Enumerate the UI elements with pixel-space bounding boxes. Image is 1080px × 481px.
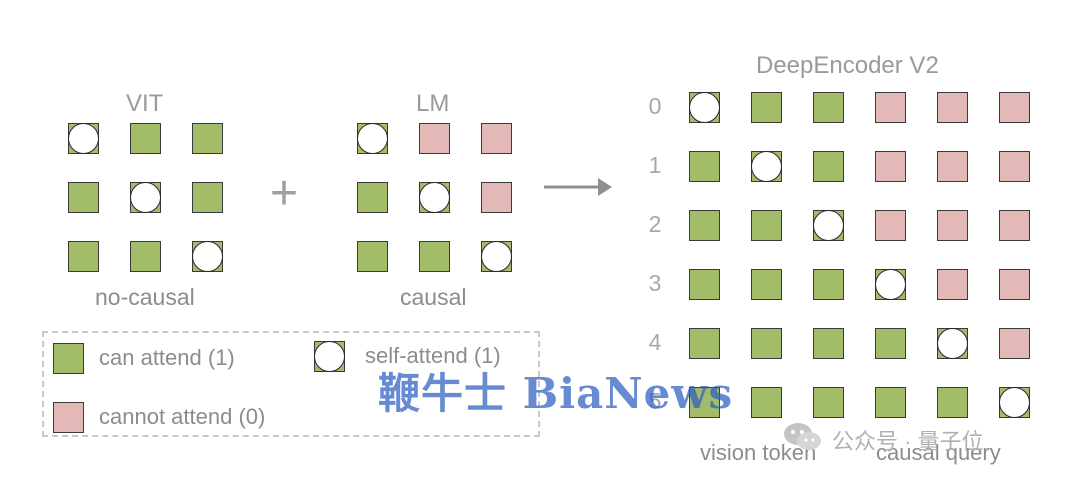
de-cannot-attend-cell-r2-c4	[937, 210, 968, 241]
de-self-attend-cell-r4-c4	[937, 328, 968, 359]
vit-title: VIT	[126, 90, 164, 117]
de-can-attend-cell-r4-c0	[689, 328, 720, 359]
lm-caption: causal	[400, 284, 467, 310]
de-cannot-attend-cell-r2-c5	[999, 210, 1030, 241]
de-cannot-attend-cell-r0-c3	[875, 92, 906, 123]
vit-caption: no-causal	[95, 284, 195, 310]
lm-title: LM	[416, 90, 450, 117]
de-self-attend-cell-r3-c3	[875, 269, 906, 300]
vit-can-attend-cell-r1-c0	[68, 182, 99, 213]
deepencoder-row-label-3: 3	[648, 270, 662, 296]
de-cannot-attend-cell-r1-c4	[937, 151, 968, 182]
vit-can-attend-cell-r1-c2	[192, 182, 223, 213]
de-cannot-attend-cell-r1-c3	[875, 151, 906, 182]
vit-can-attend-cell-r0-c1	[130, 123, 161, 154]
de-cannot-attend-cell-r1-c5	[999, 151, 1030, 182]
de-can-attend-cell-r5-c4	[937, 387, 968, 418]
de-can-attend-cell-r5-c3	[875, 387, 906, 418]
de-cannot-attend-cell-r2-c3	[875, 210, 906, 241]
lm-self-attend-cell-r1-c1	[419, 182, 450, 213]
deepencoder-row-label-1: 1	[648, 152, 662, 178]
de-self-attend-cell-r5-c5	[999, 387, 1030, 418]
deepencoder-row-label-5: 5	[648, 388, 662, 414]
vit-can-attend-cell-r2-c1	[130, 241, 161, 272]
vit-can-attend-cell-r2-c0	[68, 241, 99, 272]
legend-cannot-attend-label: cannot attend (0)	[99, 404, 266, 429]
lm-can-attend-cell-r2-c0	[357, 241, 388, 272]
lm-cannot-attend-cell-r1-c2	[481, 182, 512, 213]
de-can-attend-cell-r5-c1	[751, 387, 782, 418]
de-can-attend-cell-r4-c1	[751, 328, 782, 359]
de-cannot-attend-cell-r3-c5	[999, 269, 1030, 300]
lm-can-attend-cell-r1-c0	[357, 182, 388, 213]
de-self-attend-cell-r0-c0	[689, 92, 720, 123]
lm-self-attend-cell-r2-c2	[481, 241, 512, 272]
de-can-attend-cell-r4-c3	[875, 328, 906, 359]
legend-cannot-attend-swatch	[53, 402, 84, 433]
legend-can-attend-swatch	[53, 343, 84, 374]
de-self-attend-cell-r1-c1	[751, 151, 782, 182]
deepencoder-row-label-2: 2	[648, 211, 662, 237]
vit-can-attend-cell-r0-c2	[192, 123, 223, 154]
legend-box	[42, 331, 540, 437]
vit-self-attend-cell-r2-c2	[192, 241, 223, 272]
legend-self-attend-swatch	[314, 341, 345, 372]
de-cannot-attend-cell-r0-c5	[999, 92, 1030, 123]
causal-query-label: causal query	[876, 440, 1001, 465]
lm-cannot-attend-cell-r0-c1	[419, 123, 450, 154]
de-can-attend-cell-r3-c2	[813, 269, 844, 300]
de-cannot-attend-cell-r0-c4	[937, 92, 968, 123]
lm-self-attend-cell-r0-c0	[357, 123, 388, 154]
de-can-attend-cell-r4-c2	[813, 328, 844, 359]
de-can-attend-cell-r1-c2	[813, 151, 844, 182]
deepencoder-row-label-4: 4	[648, 329, 662, 355]
vit-self-attend-cell-r1-c1	[130, 182, 161, 213]
plus-operator: +	[270, 167, 299, 220]
de-can-attend-cell-r1-c0	[689, 151, 720, 182]
vit-self-attend-cell-r0-c0	[68, 123, 99, 154]
deepencoder-title: DeepEncoder V2	[756, 52, 939, 79]
de-can-attend-cell-r3-c0	[689, 269, 720, 300]
legend-can-attend-label: can attend (1)	[99, 345, 235, 370]
de-can-attend-cell-r3-c1	[751, 269, 782, 300]
wechat-account-watermark: 公众号 · 量子位	[832, 429, 984, 454]
de-self-attend-cell-r2-c2	[813, 210, 844, 241]
bianews-watermark: 鞭牛士 BiaNews	[378, 369, 734, 418]
de-can-attend-cell-r0-c2	[813, 92, 844, 123]
deepencoder-row-label-0: 0	[648, 93, 662, 119]
de-cannot-attend-cell-r3-c4	[937, 269, 968, 300]
de-can-attend-cell-r5-c2	[813, 387, 844, 418]
lm-cannot-attend-cell-r0-c2	[481, 123, 512, 154]
legend-self-attend-label: self-attend (1)	[365, 343, 501, 368]
right-arrow-icon	[544, 178, 612, 196]
de-can-attend-cell-r5-c0	[689, 387, 720, 418]
de-cannot-attend-cell-r4-c5	[999, 328, 1030, 359]
de-can-attend-cell-r2-c1	[751, 210, 782, 241]
de-can-attend-cell-r2-c0	[689, 210, 720, 241]
wechat-icon	[784, 423, 821, 450]
lm-can-attend-cell-r2-c1	[419, 241, 450, 272]
de-can-attend-cell-r0-c1	[751, 92, 782, 123]
